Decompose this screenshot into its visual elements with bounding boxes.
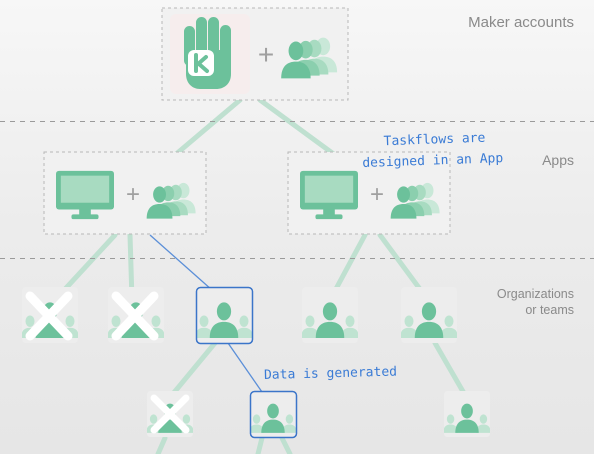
sub-org-node-2-active (249, 390, 298, 439)
connector-sub-2-down-right (279, 435, 293, 454)
active-connectors (149, 234, 263, 393)
active-connector-app-to-org-3 (149, 234, 213, 291)
org-node-5 (400, 287, 458, 343)
connectors (52, 97, 468, 454)
org-team-icon (249, 391, 297, 437)
connector-org-5-to-sub-3 (432, 340, 468, 398)
connector-sub-1-down (155, 435, 168, 454)
cross-icon (25, 291, 73, 341)
connector-maker-to-app-right (257, 97, 338, 158)
org-node-4 (301, 287, 359, 343)
organizations-label-line-2: or teams (525, 303, 574, 317)
maker-account-node: + (161, 7, 349, 101)
tier-separators (0, 121, 594, 259)
taskflows-annotation: Taskflows are designed in an App (361, 126, 522, 174)
org-node-3-active (195, 286, 254, 345)
plus-sign-maker: + (258, 39, 274, 70)
org-node-2-removed (107, 287, 165, 343)
kinvey-hand-logo-icon (170, 14, 250, 94)
maker-accounts-label: Maker accounts (468, 14, 574, 31)
connector-sub-2-down (255, 435, 265, 454)
org-team-icon (400, 287, 458, 343)
apps-label: Apps (542, 152, 574, 168)
org-team-icon (195, 287, 253, 343)
plus-sign-app-right: + (370, 181, 384, 208)
app-node-left: + (43, 151, 207, 235)
connector-maker-to-app-left (172, 97, 243, 158)
plus-sign-app-left: + (126, 181, 140, 208)
organizations-label: Organizations or teams (454, 286, 574, 318)
organizations-label-line-1: Organizations (496, 287, 574, 301)
active-connector-org-3-to-sub-2 (227, 342, 263, 393)
sub-org-node-3 (443, 391, 491, 437)
cross-icon (150, 394, 190, 434)
org-node-1-removed (21, 287, 79, 343)
sub-org-node-1-removed (146, 391, 194, 437)
org-team-icon (301, 287, 359, 343)
org-team-icon (443, 391, 491, 437)
cross-icon (111, 291, 159, 341)
connector-org-3-to-sub-1 (169, 340, 218, 398)
app-node-right: + (287, 151, 451, 235)
